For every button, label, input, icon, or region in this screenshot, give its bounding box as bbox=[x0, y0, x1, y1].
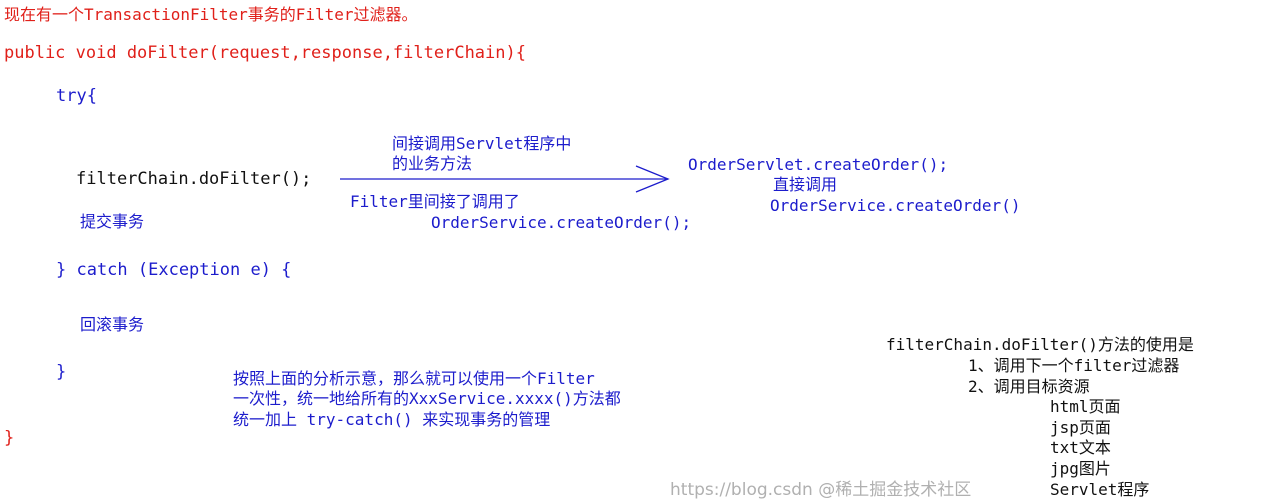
rollback-transaction: 回滚事务 bbox=[80, 315, 145, 334]
do-filter-call: filterChain.doFilter(); bbox=[76, 169, 312, 189]
call-arrow bbox=[340, 165, 670, 193]
catch-line: } catch (Exception e) { bbox=[56, 260, 292, 280]
arrow-label-below-1: Filter里间接了调用了 bbox=[350, 192, 520, 211]
intro-text: 现在有一个TransactionFilter事务的Filter过滤器。 bbox=[4, 5, 418, 24]
arrow-label-below-2: OrderService.createOrder(); bbox=[431, 213, 692, 232]
resource-item: txt文本 bbox=[1050, 438, 1111, 457]
summary-line-3: 统一加上 try-catch() 来实现事务的管理 bbox=[233, 410, 551, 429]
method-signature: public void doFilter(request,response,fi… bbox=[4, 43, 526, 63]
resource-item: Servlet程序 bbox=[1050, 480, 1150, 499]
arrow-label-above-2: 的业务方法 bbox=[392, 154, 473, 173]
resource-item: jpg图片 bbox=[1050, 459, 1111, 478]
arrow-label-above-1: 间接调用Servlet程序中 bbox=[392, 134, 572, 153]
summary-line-2: 一次性，统一地给所有的XxxService.xxxx()方法都 bbox=[233, 389, 621, 408]
target-service-call: OrderService.createOrder() bbox=[770, 196, 1021, 215]
resource-item: html页面 bbox=[1050, 397, 1121, 416]
target-servlet-call: OrderServlet.createOrder(); bbox=[688, 155, 949, 174]
method-close: } bbox=[4, 428, 15, 448]
usage-title: filterChain.doFilter()方法的使用是 bbox=[886, 335, 1194, 354]
commit-transaction: 提交事务 bbox=[80, 212, 145, 231]
resource-item: jsp页面 bbox=[1050, 418, 1111, 437]
target-direct-call-label: 直接调用 bbox=[773, 175, 838, 194]
arrow-head bbox=[635, 165, 670, 193]
usage-item-1: 1、调用下一个filter过滤器 bbox=[968, 356, 1180, 375]
catch-close: } bbox=[56, 362, 67, 382]
summary-line-1: 按照上面的分析示意，那么就可以使用一个Filter bbox=[233, 369, 595, 388]
watermark: https://blog.csdn @稀土掘金技术社区 bbox=[670, 480, 972, 500]
try-open: try{ bbox=[56, 86, 97, 106]
usage-item-2: 2、调用目标资源 bbox=[968, 377, 1090, 396]
